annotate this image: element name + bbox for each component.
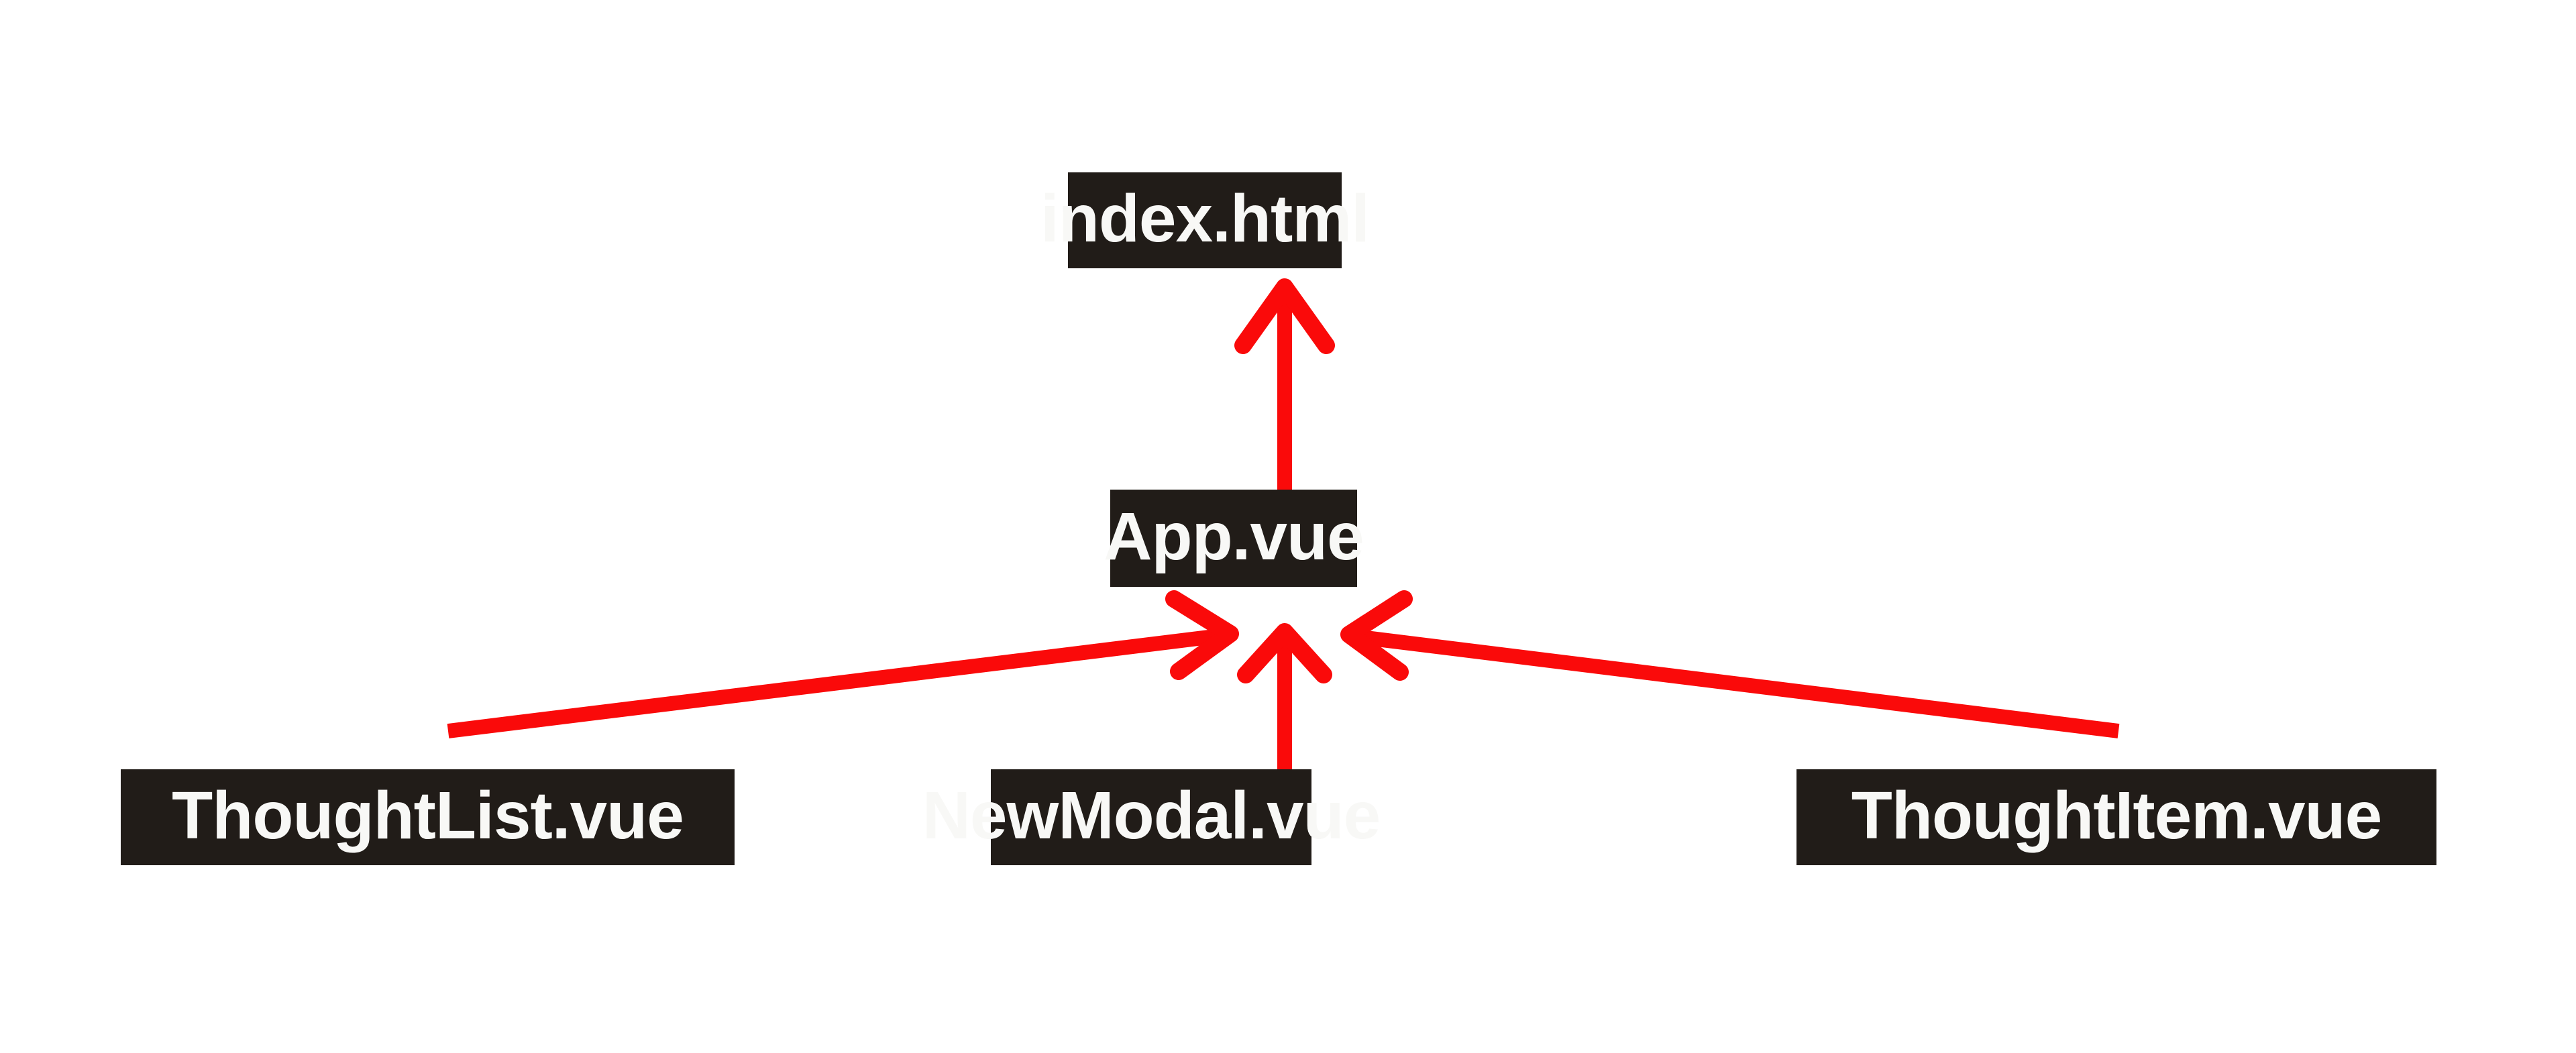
edge-newmodal-to-app bbox=[1237, 623, 1332, 769]
edge-thoughtlist-to-app-arrowhead bbox=[1165, 590, 1239, 680]
node-thoughtlist-vue-label: ThoughtList.vue bbox=[172, 777, 684, 853]
node-newmodal-vue-label: NewModal.vue bbox=[922, 777, 1381, 853]
edge-thoughtitem-to-app bbox=[1340, 590, 2120, 738]
edge-thoughtitem-to-app-arrowhead bbox=[1340, 590, 1413, 681]
edge-app-to-index-arrowhead bbox=[1234, 278, 1335, 354]
node-index-html-label: index.html bbox=[1040, 180, 1370, 256]
edge-thoughtlist-to-app-shaft bbox=[447, 628, 1226, 738]
edge-app-to-index bbox=[1234, 278, 1335, 490]
node-newmodal-vue[interactable]: NewModal.vue bbox=[922, 769, 1381, 865]
node-app-vue[interactable]: App.vue bbox=[1104, 490, 1364, 587]
edge-newmodal-to-app-arrowhead bbox=[1237, 623, 1332, 683]
edge-thoughtlist-to-app bbox=[447, 590, 1239, 738]
node-thoughtlist-vue[interactable]: ThoughtList.vue bbox=[121, 769, 735, 865]
node-thoughtitem-vue[interactable]: ThoughtItem.vue bbox=[1796, 769, 2436, 865]
edge-thoughtitem-to-app-shaft bbox=[1354, 629, 2120, 738]
node-app-vue-label: App.vue bbox=[1104, 498, 1364, 574]
node-thoughtitem-vue-label: ThoughtItem.vue bbox=[1851, 777, 2383, 853]
node-index-html[interactable]: index.html bbox=[1040, 172, 1370, 268]
